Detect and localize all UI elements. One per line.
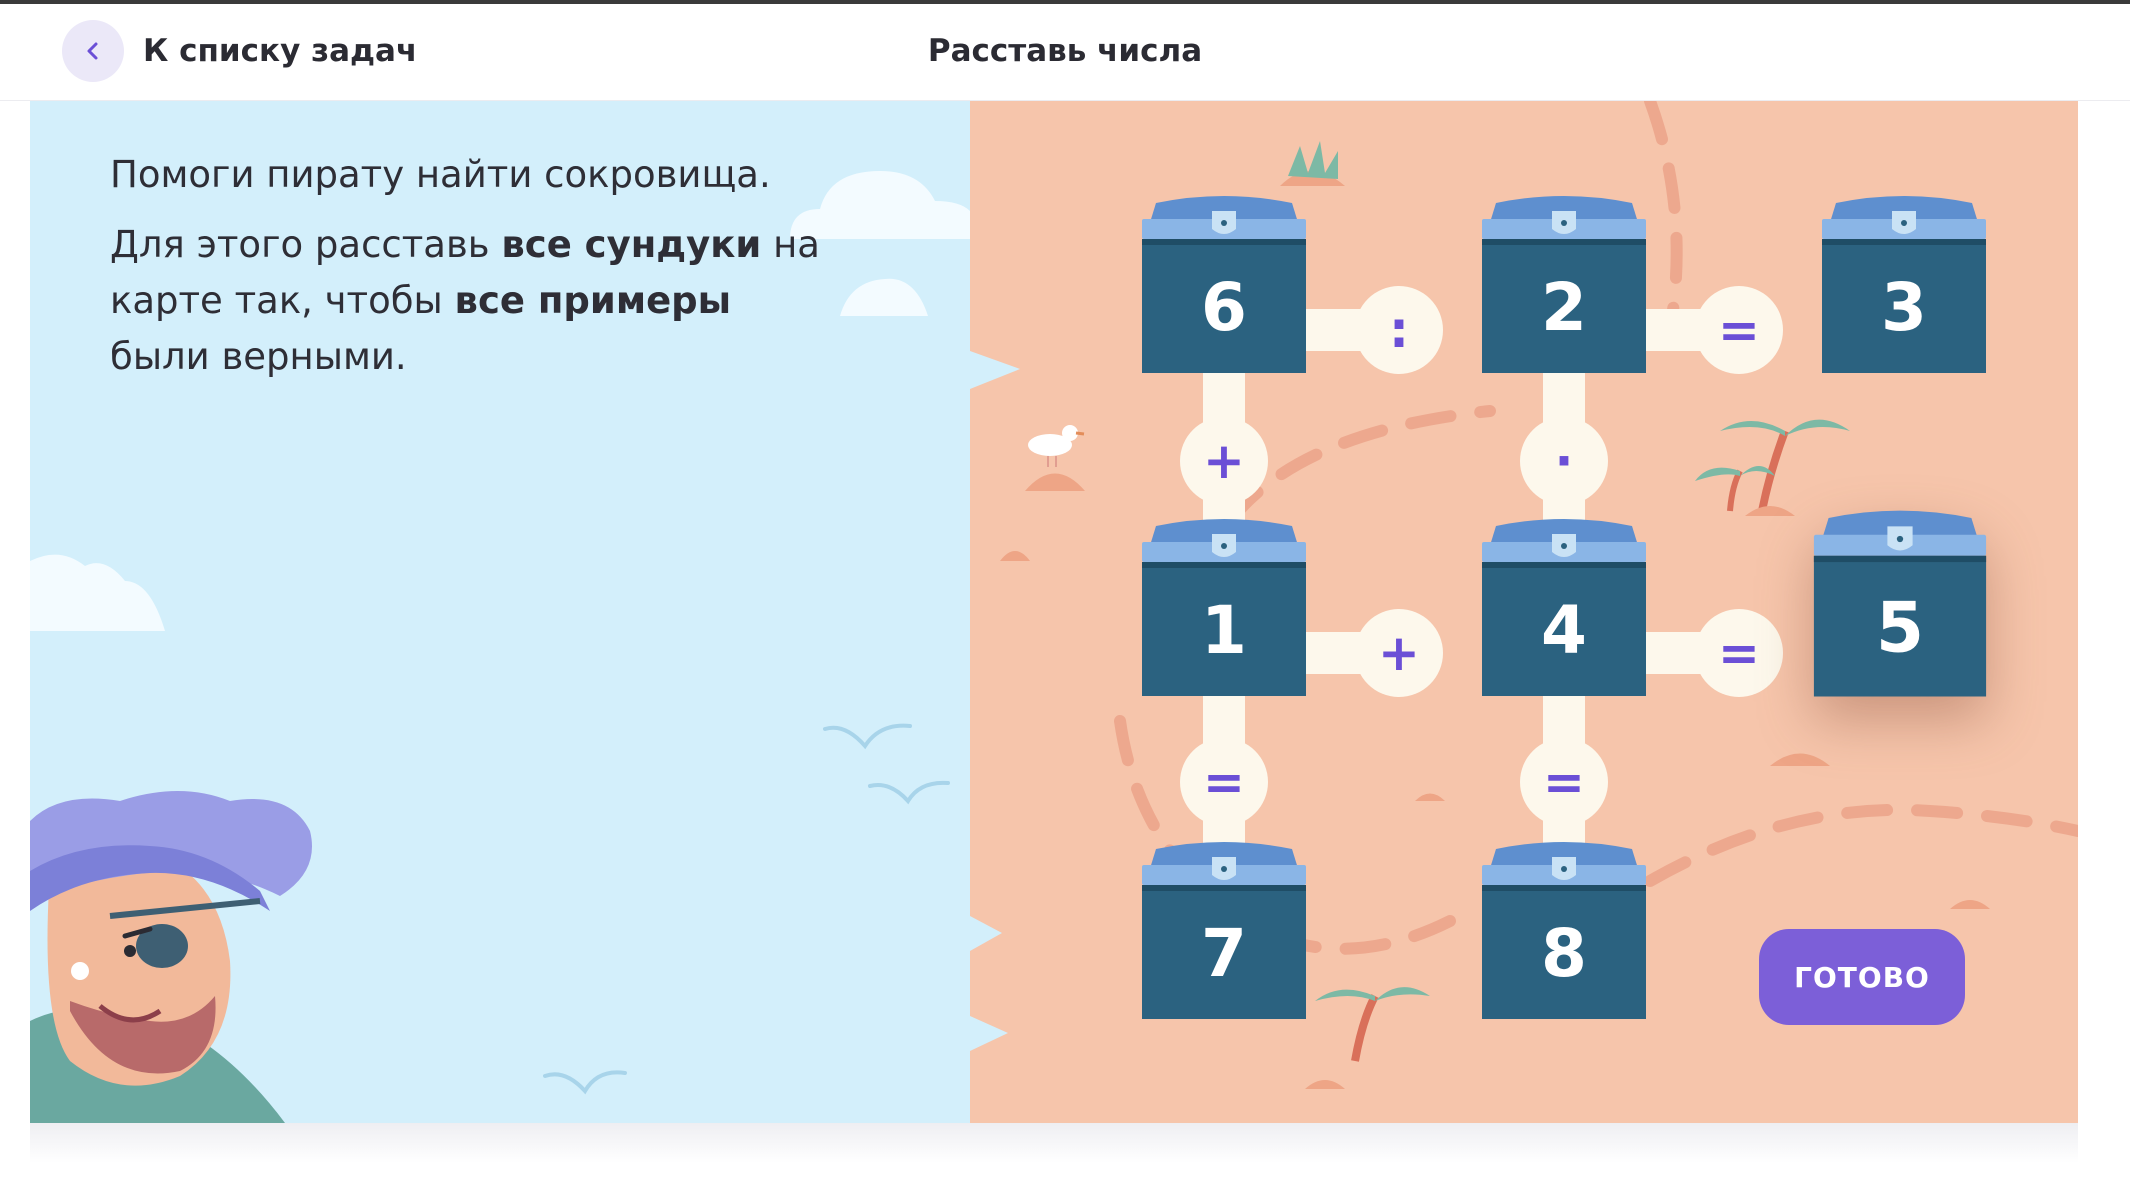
map-edge bbox=[970, 916, 1002, 951]
instruction-text: Для этого расставь bbox=[110, 223, 502, 266]
header: К списку задач Расставь числа bbox=[0, 4, 2130, 101]
instruction-bold: все сундуки bbox=[501, 223, 762, 266]
sky-panel: Помоги пирату найти сокровища. Для этого… bbox=[30, 101, 970, 1123]
chest-icon bbox=[1482, 842, 1646, 1019]
chest-r2c3-dragging[interactable]: 5 bbox=[1810, 508, 1991, 697]
pirate-illustration bbox=[30, 791, 312, 1123]
bird-icon bbox=[868, 780, 950, 805]
chest-number: 7 bbox=[1201, 915, 1247, 992]
operator-equals: = bbox=[1180, 738, 1268, 826]
map-edge bbox=[970, 351, 1020, 389]
map-edge bbox=[970, 1016, 1008, 1051]
operator-equals: = bbox=[1520, 738, 1608, 826]
chest-icon bbox=[1142, 519, 1306, 696]
bird-icon bbox=[543, 1070, 627, 1095]
chest-r1c3[interactable]: 3 bbox=[1818, 193, 1990, 373]
instructions: Помоги пирату найти сокровища. Для этого… bbox=[110, 147, 830, 399]
cloud-icon bbox=[840, 278, 928, 316]
top-border bbox=[0, 0, 2130, 4]
chest-r1c2[interactable]: 2 bbox=[1478, 193, 1650, 373]
chest-number: 8 bbox=[1541, 915, 1587, 992]
chest-number: 4 bbox=[1541, 592, 1587, 669]
instruction-text: на карте так, чтобы bbox=[110, 223, 820, 322]
chest-icon bbox=[1142, 196, 1306, 373]
chevron-left-icon bbox=[87, 42, 98, 60]
back-button[interactable] bbox=[62, 20, 124, 82]
page-title: Расставь числа bbox=[927, 33, 1203, 69]
operator-plus: + bbox=[1355, 609, 1443, 697]
chest-icon bbox=[1482, 519, 1646, 696]
sky-decor bbox=[30, 171, 970, 1123]
treasure-map: : = + = + = · = 6 2 3 1 4 5 bbox=[970, 101, 2078, 1123]
back-link[interactable]: К списку задач bbox=[143, 33, 418, 69]
stage-shadow bbox=[30, 1123, 2078, 1163]
cloud-icon bbox=[30, 554, 165, 631]
game-stage: Помоги пирату найти сокровища. Для этого… bbox=[30, 101, 2078, 1123]
operator-plus: + bbox=[1180, 417, 1268, 505]
operator-equals: = bbox=[1695, 609, 1783, 697]
chest-r1c1[interactable]: 6 bbox=[1138, 193, 1310, 373]
chest-icon bbox=[1142, 842, 1306, 1019]
chest-r2c2[interactable]: 4 bbox=[1478, 516, 1650, 696]
operator-divide: : bbox=[1355, 286, 1443, 374]
bird-icon bbox=[823, 723, 912, 750]
chest-r3c2[interactable]: 8 bbox=[1478, 839, 1650, 1019]
cloud-icon bbox=[790, 171, 970, 239]
instruction-line-1: Помоги пирату найти сокровища. bbox=[110, 153, 771, 196]
chest-icon bbox=[1813, 510, 1987, 697]
chest-number: 5 bbox=[1875, 587, 1925, 669]
chest-number: 6 bbox=[1201, 269, 1247, 346]
instruction-bold: все примеры bbox=[454, 279, 732, 322]
chest-number: 3 bbox=[1881, 269, 1927, 346]
instruction-line-2: Для этого расставь все сундуки на карте … bbox=[110, 217, 830, 385]
seagull-icon bbox=[1028, 425, 1085, 467]
chest-r3c1[interactable]: 7 bbox=[1138, 839, 1310, 1019]
operator-equals: = bbox=[1695, 286, 1783, 374]
done-button[interactable]: ГОТОВО bbox=[1759, 929, 1965, 1025]
chest-icon bbox=[1482, 196, 1646, 373]
chest-r2c1[interactable]: 1 bbox=[1138, 516, 1310, 696]
instruction-text: были верными. bbox=[110, 335, 407, 378]
chest-number: 2 bbox=[1541, 269, 1587, 346]
chest-number: 1 bbox=[1201, 592, 1247, 669]
palm-tree-icon bbox=[1315, 987, 1430, 1062]
chest-icon bbox=[1822, 196, 1986, 373]
operator-multiply: · bbox=[1520, 417, 1608, 505]
palm-tree-icon bbox=[1695, 419, 1850, 516]
